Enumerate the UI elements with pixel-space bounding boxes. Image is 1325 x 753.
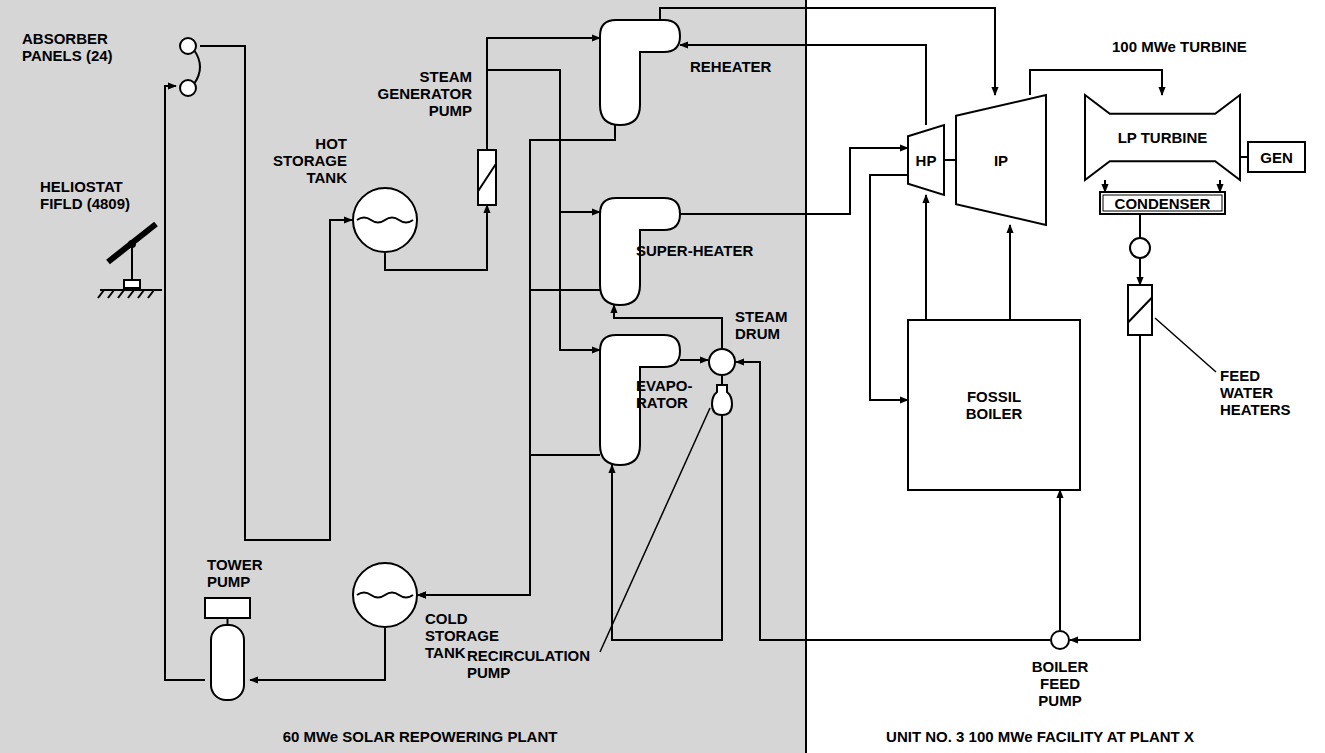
- leader-line: [1155, 318, 1216, 372]
- node-label: EVAPO- RATOR: [636, 377, 696, 411]
- cold-storage-tank: COLD STORAGE TANK: [352, 562, 418, 628]
- feedwater-heater: FEED WATER HEATERS: [1128, 285, 1152, 335]
- node-label: CONDENSER: [1115, 195, 1211, 212]
- pipe-connector: [1059, 490, 1061, 630]
- pipe-connector: [736, 362, 1050, 640]
- node-label: TOWER PUMP: [207, 556, 277, 590]
- steam-drum: STEAM DRUM: [708, 348, 736, 376]
- node-label: FOSSIL BOILER: [954, 388, 1034, 422]
- area-label: UNIT NO. 3 100 MWe FACILITY AT PLANT X: [840, 728, 1240, 745]
- absorber-panels: ABSORBER PANELS (24): [176, 36, 200, 98]
- superheater: SUPER-HEATER: [600, 198, 680, 305]
- node-label: GEN: [1260, 149, 1293, 166]
- shape-outline: [352, 562, 418, 628]
- node-label: FEED WATER HEATERS: [1220, 367, 1300, 418]
- condenser: CONDENSER: [1100, 192, 1225, 214]
- node-label: HP: [916, 152, 937, 169]
- pipe-connector: [418, 290, 600, 595]
- solar-plant-ground: [0, 0, 806, 753]
- node-label: ABSORBER PANELS (24): [22, 30, 147, 64]
- node-label: IP: [994, 152, 1008, 169]
- pipe-connector: [487, 70, 600, 350]
- node-label: BOILER FEED PUMP: [1020, 658, 1100, 709]
- pipe-connector: [1219, 180, 1221, 192]
- area-label: 60 MWe SOLAR REPOWERING PLANT: [240, 728, 600, 745]
- pipe-connector: [680, 359, 708, 361]
- shape-outline: [352, 187, 418, 253]
- pipe-connector: [1104, 180, 1106, 192]
- turbine-label: 100 MWe TURBINE: [1112, 38, 1272, 55]
- pipe-connector: [418, 455, 600, 595]
- generator: GEN: [1248, 142, 1305, 172]
- pipe-connector: [1009, 225, 1011, 320]
- pipe-connector: [418, 125, 615, 595]
- pipe-connector: [680, 148, 908, 214]
- pipe-connector: [1030, 70, 1162, 95]
- node-label: HOT STORAGE TANK: [267, 135, 347, 186]
- shape-outline: [712, 385, 732, 415]
- pipe-connector: [870, 175, 908, 400]
- hot-storage-tank: HOT STORAGE TANK: [352, 187, 418, 253]
- node-label: RECIRCULATION PUMP: [467, 647, 597, 681]
- shape-outline: [1128, 285, 1152, 335]
- shape-outline: [708, 348, 736, 376]
- heliostat-label: HELIOSTAT FIFLD (4809): [40, 178, 165, 212]
- fossil-boiler: FOSSIL BOILER: [908, 320, 1080, 490]
- tower-pump: TOWER PUMP: [205, 598, 250, 700]
- pipe-connector: [925, 195, 927, 320]
- pipe-connector: [165, 86, 205, 680]
- pipe-connector: [680, 45, 926, 125]
- recirculation-pump: RECIRCULATION PUMP: [712, 385, 732, 415]
- evaporator: EVAPO- RATOR: [600, 335, 680, 465]
- pipe-connector: [660, 8, 995, 95]
- pipe-connector: [944, 159, 956, 161]
- node-label: STEAM GENERATOR PUMP: [360, 68, 472, 119]
- heliostat-symbol: [98, 224, 162, 298]
- node-label: SUPER-HEATER: [636, 242, 766, 259]
- boiler-feed-pump: BOILER FEED PUMP: [1050, 630, 1070, 650]
- lp-turbine: LP TURBINE: [1085, 95, 1240, 180]
- condensate-pump-symbol: [1130, 238, 1150, 258]
- steam-generator-pump: STEAM GENERATOR PUMP: [478, 150, 496, 205]
- pipe-connector: [200, 46, 352, 540]
- reheater: REHEATER: [600, 20, 680, 125]
- node-label: STEAM DRUM: [735, 308, 805, 342]
- node-label: REHEATER: [690, 58, 790, 75]
- pipe-connector: [1240, 156, 1248, 158]
- shape-outline: [176, 36, 200, 98]
- pipe-connector: [721, 376, 723, 385]
- pipe-connector: [487, 38, 600, 150]
- node-label: COLD STORAGE TANK: [425, 610, 510, 661]
- hp-turbine: HP: [908, 125, 944, 195]
- shape-outline: [600, 20, 680, 125]
- shape-outline: [478, 150, 496, 205]
- node-label: LP TURBINE: [1118, 129, 1208, 146]
- shape-outline: [205, 598, 250, 700]
- shape-outline: [1050, 630, 1070, 650]
- ip-turbine: IP: [956, 95, 1046, 225]
- pipe-connector: [250, 628, 385, 680]
